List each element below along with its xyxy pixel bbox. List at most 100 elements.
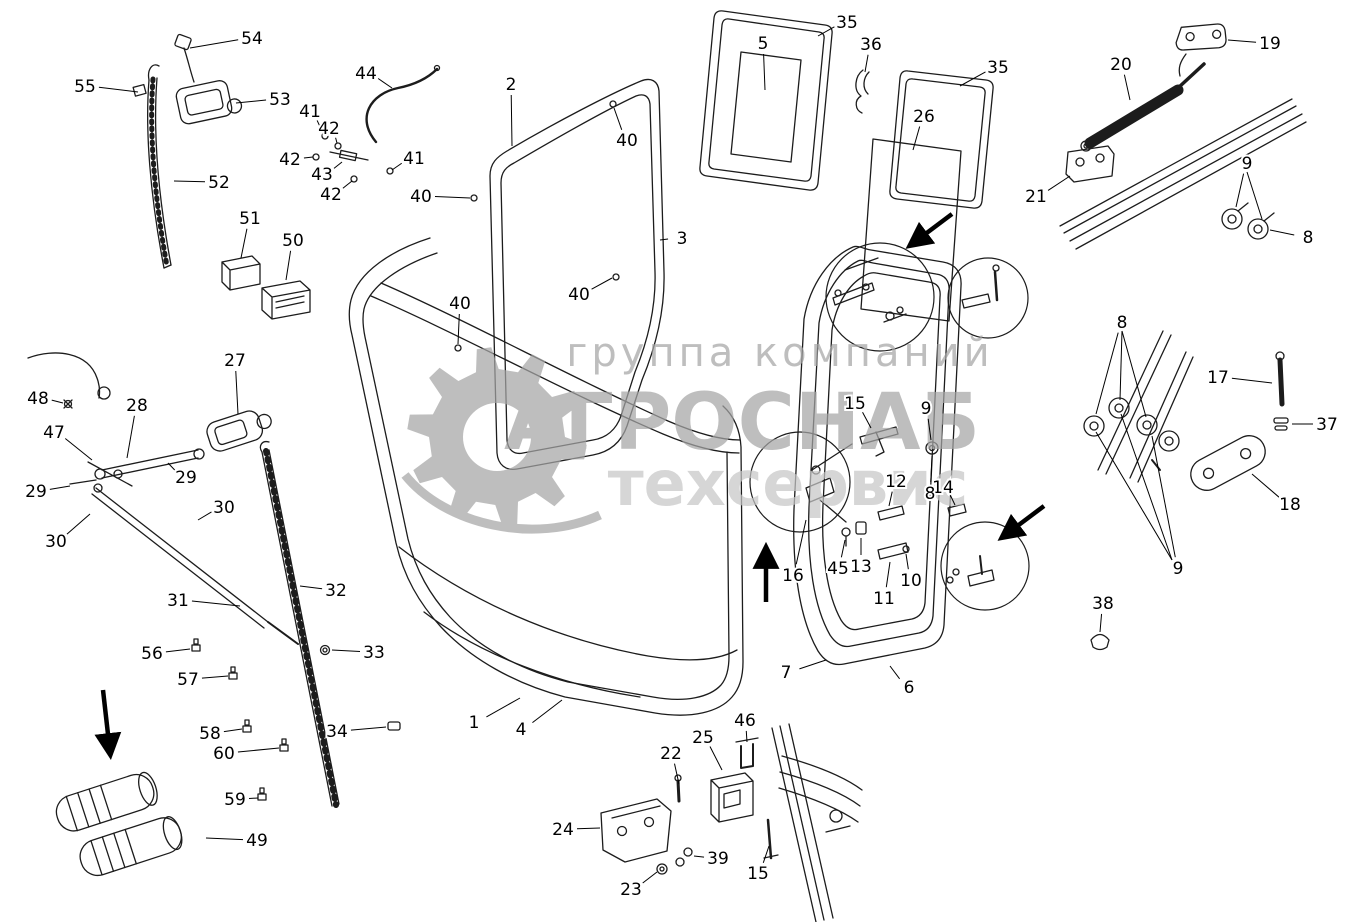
leader-line (510, 94, 513, 147)
part-label-42: 42 (320, 185, 342, 205)
leader-line (237, 747, 280, 753)
part-label-8: 8 (1117, 313, 1128, 333)
door-frame-art (793, 245, 962, 666)
leader-line (248, 797, 259, 800)
part-label-5: 5 (758, 34, 769, 54)
leader-line (927, 418, 932, 441)
part-label-33: 33 (363, 643, 385, 663)
leader-line (959, 71, 986, 87)
leader-line (434, 195, 471, 199)
gas-strut-rail-art (1059, 23, 1307, 250)
part-label-3: 3 (677, 229, 688, 249)
leader-line (51, 399, 64, 404)
leader-line (173, 180, 206, 183)
part-label-13: 13 (850, 557, 872, 577)
leader-line (49, 485, 71, 490)
part-label-30: 30 (45, 532, 67, 552)
leader-line (864, 54, 869, 73)
leader-line (1227, 39, 1257, 43)
watermark-line3: техсервис (608, 447, 969, 520)
part-label-39: 39 (707, 849, 729, 869)
leader-line (1120, 413, 1173, 561)
leader-line (235, 370, 239, 415)
pointer-arrow (94, 689, 122, 761)
leader-line (799, 659, 827, 670)
leader-line (840, 539, 846, 558)
part-label-34: 34 (326, 722, 348, 742)
part-label-15: 15 (844, 394, 866, 414)
logo-swoosh (401, 472, 602, 534)
part-label-26: 26 (913, 107, 935, 127)
part-label-8: 8 (1303, 228, 1314, 248)
door-hardware-art (805, 257, 1000, 587)
part-label-36: 36 (860, 35, 882, 55)
leader-line (316, 120, 324, 134)
clip-fasteners-art (191, 638, 401, 801)
leader-line (1246, 171, 1263, 220)
right-seal-frame-art (889, 70, 994, 209)
part-label-25: 25 (692, 728, 714, 748)
leader-line (191, 600, 241, 607)
leader-line (889, 665, 901, 680)
leader-line (591, 277, 613, 290)
part-label-55: 55 (74, 77, 96, 97)
part-label-32: 32 (325, 581, 347, 601)
leader-line (642, 871, 658, 884)
leader-line (66, 513, 91, 535)
leader-line (763, 53, 766, 91)
part-label-42: 42 (318, 119, 340, 139)
leader-line (950, 495, 956, 506)
part-label-47: 47 (43, 423, 65, 443)
leader-line (1119, 330, 1123, 401)
detail-callout-circles (749, 242, 1030, 611)
part-label-4: 4 (516, 720, 527, 740)
leader-line (303, 156, 314, 159)
part-label-40: 40 (449, 294, 471, 314)
part-label-17: 17 (1207, 368, 1229, 388)
part-label-23: 23 (620, 880, 642, 900)
leader-line (486, 697, 521, 718)
part-label-54: 54 (241, 29, 263, 49)
watermark: группа компаний АГРОСНАБ техсервис (401, 330, 993, 534)
leader-line (674, 763, 680, 785)
watermark-line1: группа компаний (566, 330, 993, 376)
part-label-46: 46 (734, 711, 756, 731)
leader-lines (49, 26, 1313, 884)
part-label-35: 35 (836, 13, 858, 33)
part-label-43: 43 (311, 165, 333, 185)
part-label-29: 29 (25, 482, 47, 502)
leader-line (817, 26, 835, 37)
watermark-line2: АГРОСНАБ (504, 378, 980, 468)
leader-line (1231, 377, 1273, 384)
part-label-28: 28 (126, 396, 148, 416)
part-label-19: 19 (1259, 34, 1281, 54)
leader-line (1235, 173, 1245, 208)
part-label-12: 12 (885, 472, 907, 492)
leader-line (335, 137, 338, 144)
part-label-24: 24 (552, 820, 574, 840)
part-label-15: 15 (747, 864, 769, 884)
leader-line (905, 553, 909, 570)
pointer-arrow (905, 212, 954, 249)
part-label-16: 16 (782, 566, 804, 586)
leader-line (532, 699, 563, 724)
leader-line (1269, 229, 1295, 236)
part-label-40: 40 (410, 187, 432, 207)
wiper-motor-art (175, 80, 243, 125)
part-label-45: 45 (827, 559, 849, 579)
part-label-20: 20 (1110, 55, 1132, 75)
gear-icon (407, 347, 587, 527)
leader-line (331, 649, 361, 652)
part-label-1: 1 (469, 713, 480, 733)
leader-line (240, 228, 248, 259)
leader-line (1251, 473, 1280, 498)
part-label-59: 59 (224, 790, 246, 810)
windshield-glass-art (454, 78, 665, 471)
part-label-40: 40 (568, 285, 590, 305)
leader-line (197, 511, 212, 521)
leader-line (862, 412, 872, 429)
part-label-51: 51 (239, 209, 261, 229)
leader-line (709, 746, 723, 771)
part-label-18: 18 (1279, 495, 1301, 515)
roller-plate-art (1083, 330, 1289, 651)
